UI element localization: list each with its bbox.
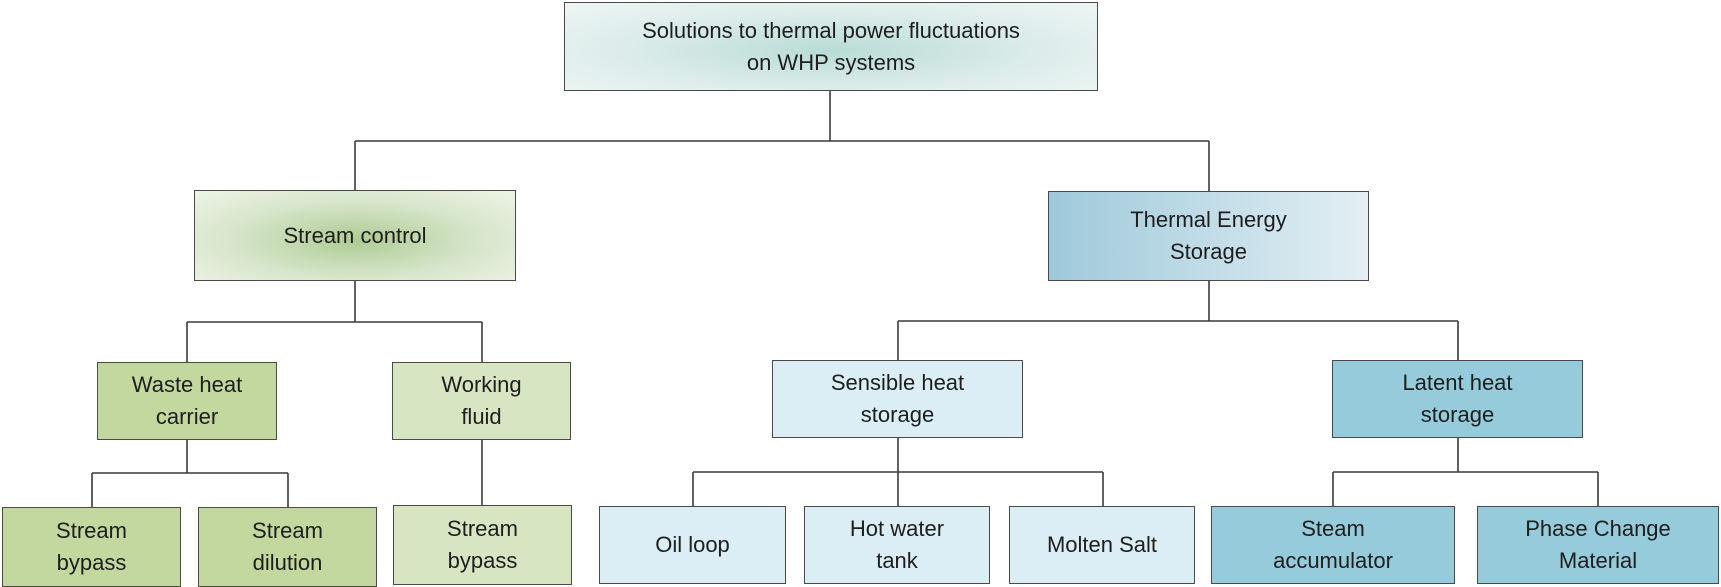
stream-bypass-node: Stream bypass — [393, 505, 572, 585]
molten-salt-label: Molten Salt — [1046, 532, 1158, 557]
molten-salt-node: Molten Salt — [1009, 506, 1195, 584]
phase-change-material-label: Phase Change Material — [1525, 516, 1671, 573]
waste-heat-carrier-node: Waste heat carrier — [97, 362, 277, 440]
stream-dilution-node: Stream dilution — [198, 507, 377, 587]
sensible-heat-storage-node: Sensible heat storage — [772, 360, 1023, 438]
working-fluid-node: Working fluid — [392, 362, 571, 440]
steam-accumulator-node: Steam accumulator — [1211, 506, 1455, 584]
stream-dilution-label: Stream dilution — [252, 518, 323, 575]
root-label: Solutions to thermal power fluctuations … — [642, 17, 1020, 75]
working-fluid-label: Working fluid — [441, 372, 522, 429]
stream-control-node: Stream control — [194, 190, 516, 281]
oil-loop-label: Oil loop — [655, 532, 730, 557]
stream-control-label: Stream control — [283, 222, 427, 248]
thermal-energy-storage-label: Thermal Energy Storage — [1130, 207, 1287, 264]
latent-heat-storage-node: Latent heat storage — [1332, 360, 1583, 438]
hot-water-tank-node: Hot water tank — [804, 506, 990, 584]
thermal-energy-storage-node: Thermal Energy Storage — [1048, 191, 1369, 281]
root-node: Solutions to thermal power fluctuations … — [564, 2, 1098, 91]
stream-bypass-node: Stream bypass — [2, 507, 181, 587]
stream-bypass-label: Stream bypass — [56, 518, 127, 575]
waste-heat-carrier-label: Waste heat carrier — [131, 372, 243, 429]
latent-heat-storage-label: Latent heat storage — [1402, 370, 1513, 427]
hot-water-tank-label: Hot water tank — [849, 516, 945, 573]
sensible-heat-storage-label: Sensible heat storage — [830, 370, 965, 427]
oil-loop-node: Oil loop — [599, 506, 786, 584]
steam-accumulator-label: Steam accumulator — [1273, 516, 1393, 573]
stream-bypass-label: Stream bypass — [447, 516, 518, 573]
phase-change-material-node: Phase Change Material — [1477, 506, 1719, 584]
